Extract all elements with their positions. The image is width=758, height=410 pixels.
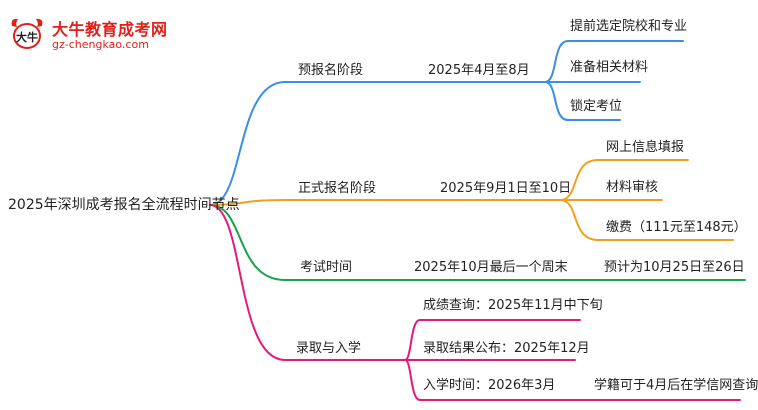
branch-1-time: 2025年4月至8月 bbox=[428, 63, 530, 78]
branch-1-child-3-connector bbox=[544, 81, 621, 121]
branch-2-child-1: 网上信息填报 bbox=[606, 140, 685, 155]
root-node: 2025年深圳成考报名全流程时间节点 bbox=[8, 197, 240, 213]
branch-1-child-2: 准备相关材料 bbox=[570, 60, 649, 75]
branch-1-child-1-connector bbox=[544, 40, 684, 83]
branch-2-child-2: 材料审核 bbox=[606, 180, 659, 195]
logo-site-name: 大牛教育成考网 bbox=[52, 20, 168, 39]
branch-2-label: 正式报名阶段 bbox=[298, 181, 377, 196]
branch-2-child-3-connector bbox=[559, 199, 734, 241]
branch-3-child-1: 预计为10月25日至26日 bbox=[604, 260, 745, 275]
logo-mark-text: 大牛 bbox=[16, 30, 38, 44]
branch-4-child-2: 录取结果公布：2025年12月 bbox=[423, 341, 590, 356]
branch-4-label: 录取与入学 bbox=[296, 341, 362, 356]
branch-3-connector bbox=[209, 204, 746, 281]
branch-4-note: 学籍可于4月后在学信网查询 bbox=[594, 378, 758, 393]
branch-2-child-1-connector bbox=[559, 159, 689, 201]
site-logo: 大牛 大牛教育成考网 gz-chengkao.com bbox=[8, 14, 167, 54]
branch-3-label: 考试时间 bbox=[300, 260, 353, 275]
logo-site-url: gz-chengkao.com bbox=[52, 38, 149, 51]
branch-2-child-3: 缴费（111元至148元） bbox=[606, 220, 747, 235]
branch-1-connector bbox=[209, 81, 546, 206]
branch-2-connector bbox=[209, 199, 561, 206]
bull-logo-icon: 大牛 bbox=[11, 18, 43, 49]
branch-4-child-3: 入学时间：2026年3月 bbox=[423, 378, 556, 393]
branch-1-child-1: 提前选定院校和专业 bbox=[570, 19, 688, 34]
branch-3-time: 2025年10月最后一个周末 bbox=[414, 260, 568, 275]
branch-2-time: 2025年9月1日至10日 bbox=[440, 181, 572, 196]
branch-1-label: 预报名阶段 bbox=[298, 63, 364, 78]
branch-4-connector bbox=[209, 204, 406, 361]
branch-1-child-3: 锁定考位 bbox=[570, 99, 623, 114]
branch-4-child-1: 成绩查询：2025年11月中下旬 bbox=[423, 298, 603, 313]
branch-4-child-1-connector bbox=[404, 319, 581, 361]
branch-4-child-3-connector bbox=[404, 359, 741, 401]
